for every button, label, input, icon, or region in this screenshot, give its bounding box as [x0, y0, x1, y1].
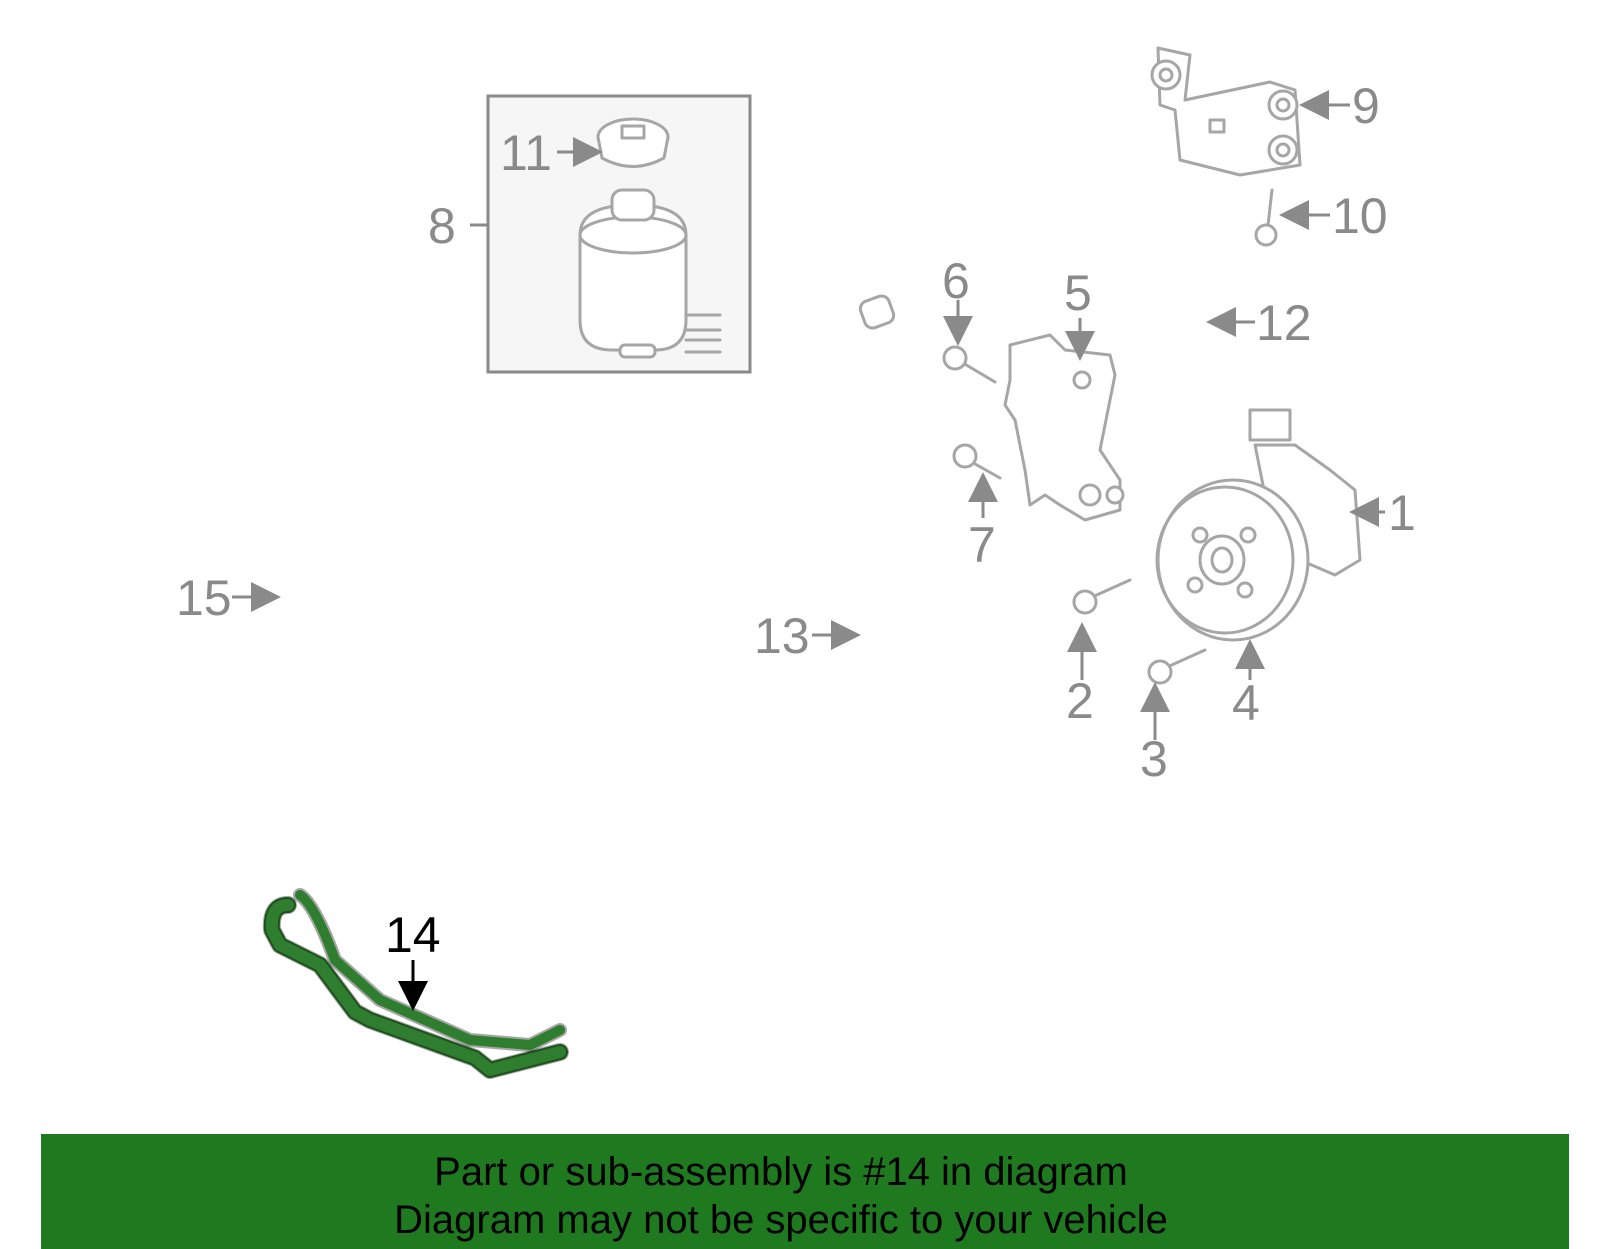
svg-text:7: 7	[968, 517, 996, 573]
svg-text:10: 10	[1332, 188, 1388, 244]
callout-5: 5	[1064, 265, 1095, 361]
banner-line-part: Part or sub-assembly is #14 in diagram	[434, 1150, 1128, 1194]
svg-text:8: 8	[428, 198, 456, 254]
hose-15	[231, 74, 676, 1016]
callout-3: 3	[1140, 682, 1170, 787]
bolt-10	[1254, 188, 1278, 247]
callout-13: 13	[754, 608, 861, 664]
callout-14: 14	[385, 907, 441, 1011]
reservoir-body	[578, 188, 722, 359]
reservoir-cap	[596, 117, 670, 168]
bolt-2	[1072, 578, 1132, 615]
callout-1: 1	[1349, 485, 1416, 541]
svg-text:12: 12	[1256, 295, 1312, 351]
cooler-line-14	[262, 888, 569, 1079]
callout-10: 10	[1279, 188, 1388, 244]
svg-text:14: 14	[385, 907, 441, 963]
pump-bracket	[1150, 46, 1302, 177]
svg-text:1: 1	[1388, 485, 1416, 541]
callout-4: 4	[1232, 639, 1265, 731]
callout-12: 12	[1206, 295, 1312, 351]
svg-text:6: 6	[942, 253, 970, 309]
info-banner: Part or sub-assembly is #14 in diagram D…	[41, 1134, 1569, 1249]
svg-text:15: 15	[176, 570, 232, 626]
bolt-3	[1147, 648, 1207, 685]
banner-line-disclaimer: Diagram may not be specific to your vehi…	[394, 1198, 1168, 1242]
svg-text:5: 5	[1064, 265, 1092, 321]
callout-9: 9	[1299, 78, 1380, 134]
svg-text:2: 2	[1066, 673, 1094, 729]
svg-text:13: 13	[754, 608, 810, 664]
callout-6: 6	[942, 253, 973, 346]
pump-mount-bracket	[1003, 333, 1125, 522]
svg-text:11: 11	[500, 125, 552, 181]
callout-11: 11	[500, 125, 603, 181]
bolt-7	[952, 443, 1002, 480]
svg-text:4: 4	[1232, 675, 1260, 731]
bolt-6	[942, 345, 997, 384]
hose-13	[799, 294, 1346, 1076]
pulley	[1155, 478, 1310, 642]
reservoir-assembly	[486, 94, 752, 374]
callout-15: 15	[176, 570, 281, 626]
callout-8: 8	[428, 198, 488, 254]
svg-text:9: 9	[1352, 78, 1380, 134]
callout-2: 2	[1066, 622, 1097, 729]
callout-7: 7	[968, 472, 998, 573]
svg-text:3: 3	[1140, 731, 1168, 787]
